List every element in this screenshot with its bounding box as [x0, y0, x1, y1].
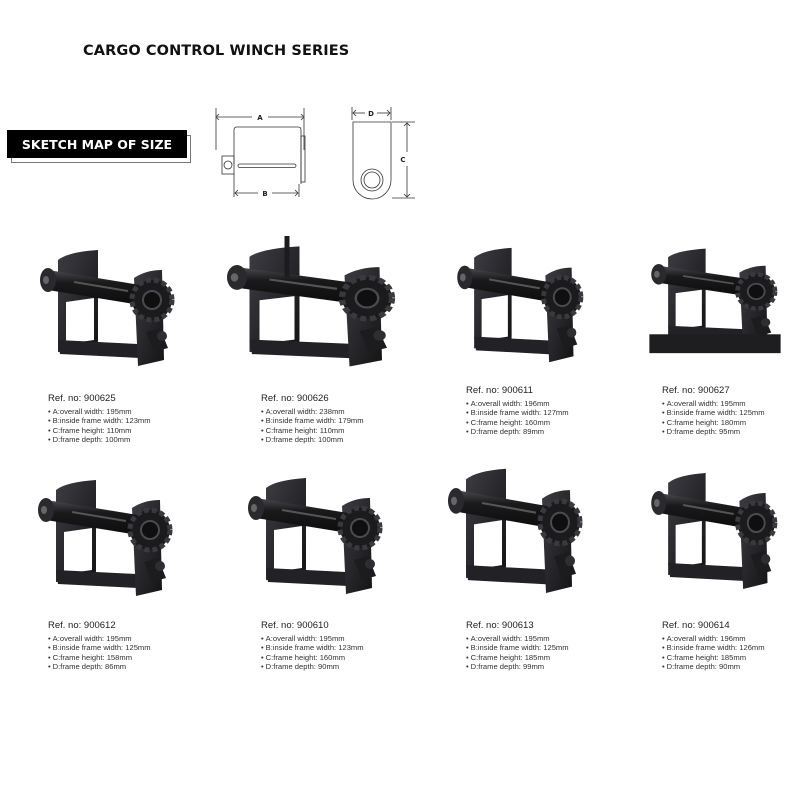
- spec-list: A:overall width: 238mm B:inside frame wi…: [261, 407, 364, 445]
- spec-frame-depth: D:frame depth: 89mm: [466, 427, 569, 436]
- product-card-900611: [446, 238, 596, 376]
- product-caption: Ref. no: 900626 A:overall width: 238mm B…: [261, 393, 364, 445]
- winch-image: [436, 458, 596, 608]
- spec-frame-depth: D:frame depth: 99mm: [466, 662, 569, 671]
- dim-label-d: D: [368, 110, 374, 118]
- spec-frame-height: C:frame height: 110mm: [261, 426, 364, 435]
- sketch-map-badge: SKETCH MAP OF SIZE: [7, 130, 191, 163]
- front-view-diagram: A B: [215, 108, 306, 198]
- product-caption: Ref. no: 900611 A:overall width: 196mm B…: [466, 385, 569, 437]
- spec-overall-width: A:overall width: 195mm: [662, 399, 765, 408]
- spec-overall-width: A:overall width: 195mm: [48, 407, 151, 416]
- spec-frame-height: C:frame height: 110mm: [48, 426, 151, 435]
- spec-overall-width: A:overall width: 196mm: [466, 399, 569, 408]
- dim-label-a: A: [257, 114, 263, 122]
- winch-image: [26, 470, 186, 610]
- spec-inside-width: B:inside frame width: 179mm: [261, 416, 364, 425]
- spec-frame-height: C:frame height: 160mm: [261, 653, 364, 662]
- dim-label-c: C: [400, 156, 405, 164]
- spec-list: A:overall width: 195mm B:inside frame wi…: [662, 399, 765, 437]
- product-card-900612: [26, 470, 186, 610]
- ref-number: Ref. no: 900614: [662, 620, 730, 631]
- ref-number: Ref. no: 900625: [48, 393, 116, 404]
- ref-number: Ref. no: 900612: [48, 620, 116, 631]
- product-caption: Ref. no: 900610 A:overall width: 195mm B…: [261, 620, 364, 672]
- product-card-900626: [212, 236, 412, 381]
- spec-list: A:overall width: 195mm B:inside frame wi…: [261, 634, 364, 672]
- product-caption: Ref. no: 900612 A:overall width: 195mm B…: [48, 620, 151, 672]
- winch-image: [640, 463, 790, 603]
- product-caption: Ref. no: 900613 A:overall width: 195mm B…: [466, 620, 569, 672]
- spec-inside-width: B:inside frame width: 125mm: [662, 408, 765, 417]
- winch-image: [212, 236, 412, 381]
- product-caption: Ref. no: 900614 A:overall width: 196mm B…: [662, 620, 765, 672]
- ref-number: Ref. no: 900627: [662, 385, 730, 396]
- product-caption: Ref. no: 900627 A:overall width: 195mm B…: [662, 385, 765, 437]
- spec-frame-depth: D:frame depth: 100mm: [261, 435, 364, 444]
- winch-image: [28, 240, 188, 380]
- sketch-map-label: SKETCH MAP OF SIZE: [7, 130, 187, 158]
- spec-frame-depth: D:frame depth: 95mm: [662, 427, 765, 436]
- spec-inside-width: B:inside frame width: 127mm: [466, 408, 569, 417]
- spec-inside-width: B:inside frame width: 125mm: [466, 643, 569, 652]
- spec-overall-width: A:overall width: 195mm: [48, 634, 151, 643]
- spec-frame-height: C:frame height: 185mm: [466, 653, 569, 662]
- spec-frame-height: C:frame height: 158mm: [48, 653, 151, 662]
- spec-list: A:overall width: 196mm B:inside frame wi…: [466, 399, 569, 437]
- ref-number: Ref. no: 900610: [261, 620, 329, 631]
- spec-inside-width: B:inside frame width: 125mm: [48, 643, 151, 652]
- spec-frame-height: C:frame height: 160mm: [466, 418, 569, 427]
- page-title: CARGO CONTROL WINCH SERIES: [83, 43, 350, 59]
- spec-overall-width: A:overall width: 195mm: [466, 634, 569, 643]
- spec-frame-depth: D:frame depth: 90mm: [662, 662, 765, 671]
- dim-label-b: B: [262, 190, 267, 198]
- winch-image: [640, 240, 781, 354]
- winch-image: [446, 238, 596, 376]
- spec-inside-width: B:inside frame width: 123mm: [261, 643, 364, 652]
- spec-frame-height: C:frame height: 185mm: [662, 653, 765, 662]
- product-caption: Ref. no: 900625 A:overall width: 195mm B…: [48, 393, 151, 445]
- winch-image: [236, 468, 396, 608]
- spec-frame-depth: D:frame depth: 100mm: [48, 435, 151, 444]
- spec-list: A:overall width: 195mm B:inside frame wi…: [48, 407, 151, 445]
- spec-inside-width: B:inside frame width: 126mm: [662, 643, 765, 652]
- spec-list: A:overall width: 195mm B:inside frame wi…: [48, 634, 151, 672]
- product-card-900625: [28, 240, 188, 380]
- ref-number: Ref. no: 900611: [466, 385, 533, 396]
- product-card-900613: [436, 458, 596, 608]
- product-card-900610: [236, 468, 396, 608]
- side-view-diagram: D C: [351, 107, 415, 200]
- spec-overall-width: A:overall width: 238mm: [261, 407, 364, 416]
- spec-list: A:overall width: 196mm B:inside frame wi…: [662, 634, 765, 672]
- ref-number: Ref. no: 900613: [466, 620, 534, 631]
- spec-frame-depth: D:frame depth: 90mm: [261, 662, 364, 671]
- ref-number: Ref. no: 900626: [261, 393, 329, 404]
- spec-frame-depth: D:frame depth: 86mm: [48, 662, 151, 671]
- spec-overall-width: A:overall width: 196mm: [662, 634, 765, 643]
- product-card-900627: [640, 240, 790, 360]
- product-card-900614: [640, 463, 790, 603]
- spec-inside-width: B:inside frame width: 123mm: [48, 416, 151, 425]
- spec-list: A:overall width: 195mm B:inside frame wi…: [466, 634, 569, 672]
- spec-frame-height: C:frame height: 180mm: [662, 418, 765, 427]
- spec-overall-width: A:overall width: 195mm: [261, 634, 364, 643]
